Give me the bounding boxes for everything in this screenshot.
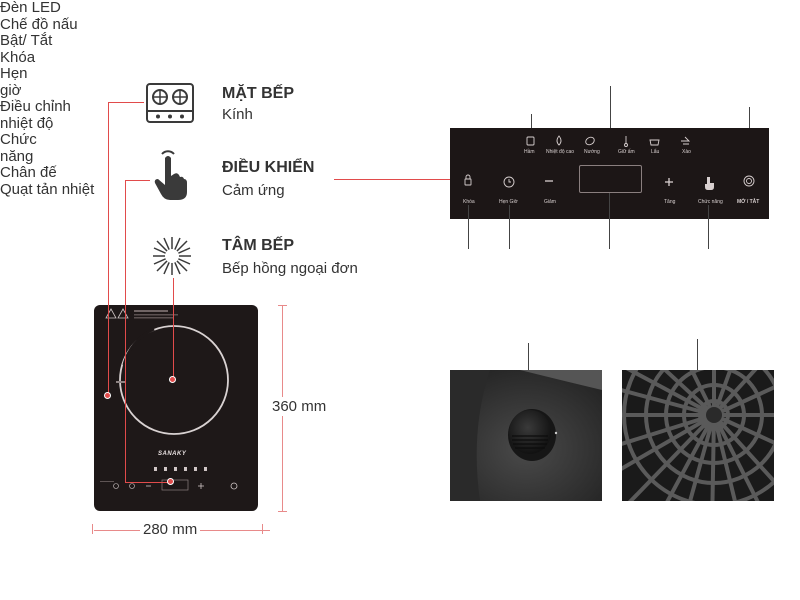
width-dimension-tick-left: [92, 524, 93, 534]
width-dimension-tick-right: [262, 524, 263, 534]
height-dimension-label: 360 mm: [272, 397, 327, 416]
callout-lock: Khóa: [0, 48, 36, 66]
panel-label-mode1: Hầm: [524, 149, 535, 155]
gas-stove-icon: [146, 83, 194, 123]
connector-burner-dot: [169, 376, 176, 383]
connector-control-h2: [125, 482, 170, 483]
width-dimension-label: 280 mm: [140, 521, 201, 538]
callout-temp-1: Điều chỉnh: [0, 98, 71, 115]
cooktop-image: SANAKY: [94, 305, 258, 511]
panel-label-mode3: Nướng: [584, 149, 600, 155]
foot-photo: [450, 370, 602, 501]
callout-power: Bật/ Tắt: [0, 32, 53, 49]
callout-cook-modes: Chế đồ nấu: [0, 15, 78, 33]
line-cook-modes: [531, 114, 532, 140]
callout-timer-2: giờ: [0, 81, 22, 99]
callout-function-2: năng: [0, 147, 34, 165]
line-foot: [528, 343, 529, 388]
fan-photo: [622, 370, 774, 501]
line-timer: [509, 205, 510, 249]
panel-label-timer: Hẹn Giờ: [499, 199, 518, 205]
photo-caption-fan: Quạt tản nhiệt: [0, 180, 95, 198]
feature-subtitle-burner: Bếp hồng ngoại đơn: [222, 260, 358, 277]
feature-title-surface: MẶT BẾP: [222, 85, 294, 102]
cooktop-brand: SANAKY: [158, 451, 187, 457]
connector-burner-v: [173, 278, 174, 378]
callout-function-1: Chức: [0, 131, 37, 148]
line-temp: [609, 193, 610, 249]
led-display: [579, 165, 642, 193]
feature-title-burner: TÂM BẾP: [222, 237, 294, 254]
connector-control-dot: [167, 478, 174, 485]
panel-label-minus: Giảm: [544, 199, 556, 205]
panel-label-plus: Tăng: [664, 199, 676, 205]
callout-temp-2: nhiệt độ: [0, 114, 54, 132]
line-lock: [468, 205, 469, 249]
callout-led: Đèn LED: [0, 0, 61, 16]
connector-surface-dot: [104, 392, 111, 399]
panel-label-function: Chức năng: [698, 199, 723, 205]
touch-hand-icon: [154, 150, 187, 200]
height-dimension-tick-top: [278, 305, 287, 306]
connector-surface-v: [108, 102, 109, 396]
connector-surface-h: [108, 102, 144, 103]
line-led: [610, 86, 611, 166]
panel-label-mode6: Xào: [682, 149, 691, 155]
panel-label-lock: Khóa: [463, 199, 475, 205]
connector-control-h: [125, 180, 150, 181]
heat-burst-icon: [153, 237, 191, 275]
callout-timer-1: Hẹn: [0, 65, 28, 82]
panel-label-mode2: Nhiệt độ cao: [546, 149, 575, 155]
line-function: [708, 205, 709, 249]
feature-subtitle-control: Cảm ứng: [222, 182, 285, 199]
panel-label-power: MỞ / TẮT: [737, 199, 760, 205]
connector-panel-h: [334, 179, 450, 180]
connector-control-v: [125, 180, 126, 482]
control-panel-icons: [464, 135, 755, 190]
cooktop-surface: [100, 308, 238, 491]
feature-title-control: ĐIỀU KHIỂN: [222, 159, 315, 176]
panel-label-mode4: Giữ ấm: [618, 149, 635, 155]
line-fan: [697, 339, 698, 391]
feature-subtitle-surface: Kính: [222, 106, 253, 123]
height-dimension-tick-bottom: [278, 511, 287, 512]
photo-caption-foot: Chân đế: [0, 164, 57, 181]
panel-label-mode5: Lẩu: [651, 149, 660, 155]
